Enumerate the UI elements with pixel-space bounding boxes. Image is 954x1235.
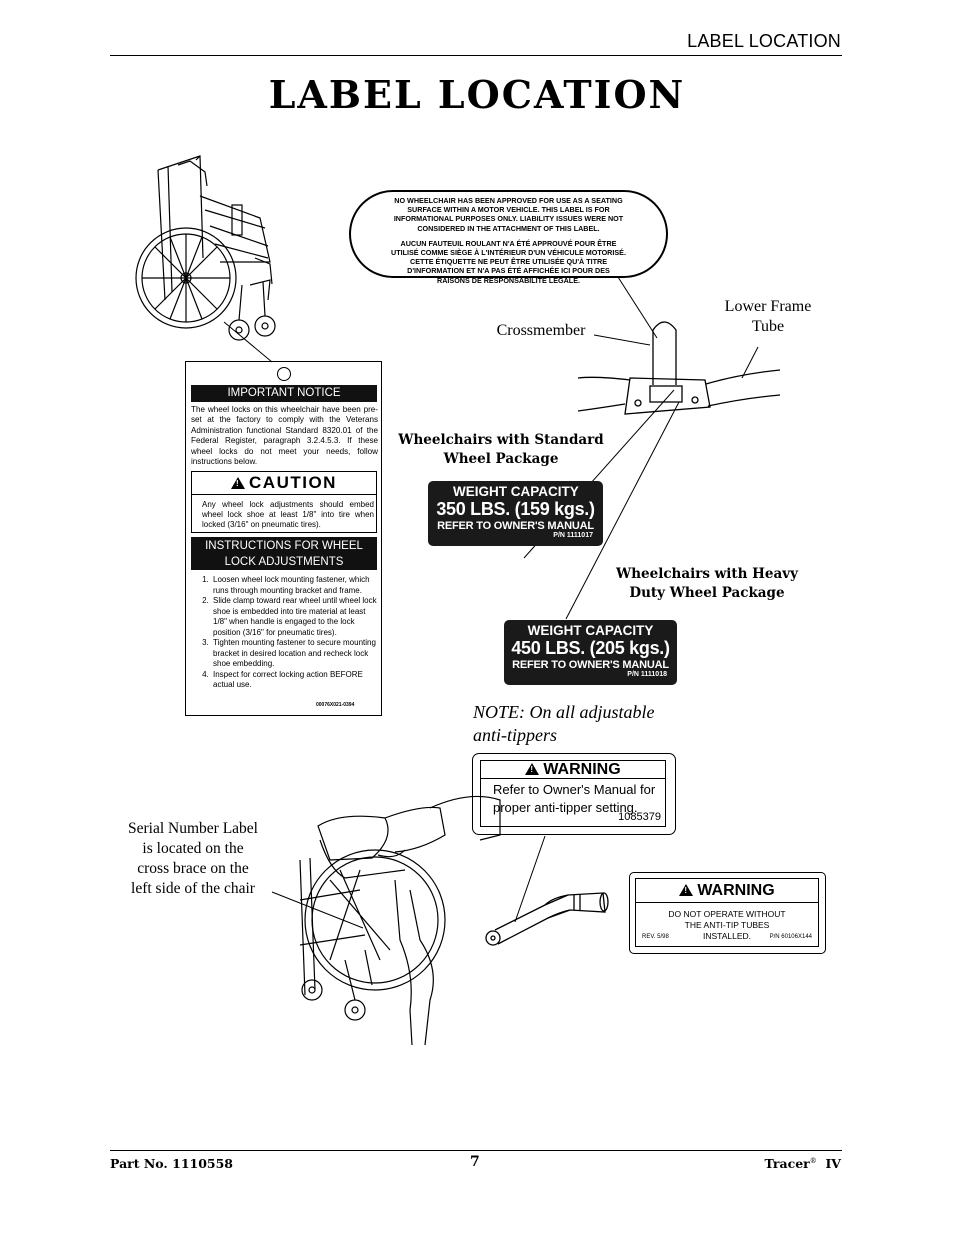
wheelchair-side-illustration	[135, 155, 276, 341]
warning-triangle-icon	[231, 477, 246, 489]
notice-title: IMPORTANT NOTICE	[191, 385, 377, 402]
anti-tipper-illustration	[485, 892, 609, 946]
caption-line: Wheelchairs with Standard	[398, 432, 604, 448]
warning-text-line: DO NOT OPERATE WITHOUT	[668, 909, 786, 919]
instruction-step: Loosen wheel lock mounting fastener, whi…	[211, 575, 378, 596]
seating-fr-line: CETTE ÉTIQUETTE NE PEUT ÊTRE UTILISÉE QU…	[410, 257, 607, 267]
crossmember-illustration	[577, 321, 781, 415]
warning-title: WARNING	[481, 761, 665, 779]
seating-en-line: CONSIDERED IN THE ATTACHMENT OF THIS LAB…	[417, 223, 600, 233]
seating-en-line: INFORMATIONAL PURPOSES ONLY. LIABILITY I…	[393, 214, 624, 224]
weight-value: 450 LBS. (205 kgs.)	[511, 638, 670, 658]
notice-code: 00076X021-0394	[316, 702, 355, 708]
caution-box: CAUTION Any wheel lock adjustments shoul…	[191, 471, 377, 533]
warning-title: WARNING	[636, 879, 818, 903]
warning-title-text: WARNING	[697, 882, 775, 899]
note-line: NOTE: On all adjustable	[473, 702, 655, 722]
caption-line: is located on the	[142, 840, 244, 857]
notice-body: The wheel locks on this wheelchair have …	[191, 405, 378, 467]
weight-capacity-450-label: WEIGHT CAPACITY 450 LBS. (205 kgs.) REFE…	[504, 620, 677, 685]
seating-en-line: SURFACE WITHIN A MOTOR VEHICLE. THIS LAB…	[407, 205, 610, 215]
footer-product: Tracer® IV	[765, 1156, 842, 1171]
standard-wheel-caption: Wheelchairs with Standard Wheel Package	[398, 431, 604, 469]
caption-line: Duty Wheel Package	[629, 585, 785, 601]
anti-tipper-warning-label: WARNING Refer to Owner's Manual for prop…	[472, 753, 676, 835]
product-name: Tracer	[764, 1156, 810, 1171]
warning-code: 1085379	[618, 811, 661, 823]
weight-capacity-350-label: WEIGHT CAPACITY 350 LBS. (159 kgs.) REFE…	[428, 481, 603, 546]
warning-title-text: WARNING	[543, 761, 621, 778]
page-number: 7	[470, 1154, 480, 1170]
instruction-step: Slide clamp toward rear wheel until whee…	[211, 596, 378, 638]
warning-text: Refer to Owner's Manual for proper anti-…	[493, 782, 656, 815]
weight-title: WEIGHT CAPACITY	[453, 484, 579, 499]
warning-text-line: THE ANTI-TIP TUBES	[684, 920, 770, 930]
header-rule	[110, 55, 842, 56]
caution-title: CAUTION	[192, 472, 376, 495]
seating-fr-line: AUCUN FAUTEUIL ROULANT N'A ÉTÉ APPROUVÉ …	[400, 238, 617, 248]
anti-tip-tube-warning-label: WARNING DO NOT OPERATE WITHOUT THE ANTI-…	[629, 872, 826, 954]
lower-frame-tube-caption: Lower Frame Tube	[712, 297, 824, 337]
caption-line: Wheelchairs with Heavy	[616, 566, 798, 582]
caption-line: Serial Number Label	[128, 820, 258, 837]
instructions-title-line: INSTRUCTIONS FOR WHEEL	[205, 540, 363, 552]
footer-rule	[110, 1150, 842, 1151]
seating-fr-line: D'INFORMATION ET N'A PAS ÉTÉ AFFICHÉE IC…	[407, 266, 610, 276]
caption-line: cross brace on the	[137, 860, 249, 877]
wheelchair-person-illustration	[299, 795, 501, 1046]
footer-part-number: Part No. 1110558	[110, 1156, 234, 1171]
warning-triangle-icon	[525, 763, 540, 775]
product-model: IV	[825, 1156, 841, 1171]
instructions-title-line: LOCK ADJUSTMENTS	[224, 556, 344, 568]
anti-tipper-note: NOTE: On all adjustable anti-tippers	[473, 701, 655, 747]
warning-triangle-icon	[679, 884, 694, 896]
warning-pn: P/N 60106X144	[769, 934, 812, 940]
warning-text-line: INSTALLED.	[702, 931, 752, 941]
page-title: LABEL LOCATION	[268, 72, 686, 117]
warning-text: DO NOT OPERATE WITHOUT THE ANTI-TIP TUBE…	[636, 909, 818, 942]
seating-fr-line: RAISONS DE RESPONSABILITÉ LEGALE.	[437, 275, 580, 285]
instructions-title: INSTRUCTIONS FOR WHEEL LOCK ADJUSTMENTS	[191, 537, 377, 570]
weight-pn: P/N 1111018	[627, 671, 667, 678]
running-header: LABEL LOCATION	[687, 31, 841, 51]
seating-warning-label: NO WHEELCHAIR HAS BEEN APPROVED FOR USE …	[349, 190, 668, 285]
caution-text: Any wheel lock adjustments should embed …	[202, 500, 374, 530]
wheel-lock-notice-label: IMPORTANT NOTICE The wheel locks on this…	[185, 361, 382, 716]
seating-fr-line: UTILISÉ COMME SIÈGE À L'INTÉRIEUR D'UN V…	[391, 248, 626, 258]
instruction-step: Tighten mounting fastener to secure moun…	[211, 638, 378, 670]
weight-manual-ref: REFER TO OWNER'S MANUAL	[437, 520, 594, 532]
heavy-duty-wheel-caption: Wheelchairs with Heavy Duty Wheel Packag…	[614, 565, 800, 603]
crossmember-caption: Crossmember	[496, 322, 586, 339]
caption-line: Lower Frame	[724, 298, 812, 315]
registered-mark: ®	[809, 1156, 817, 1165]
caption-line: Wheel Package	[443, 451, 559, 467]
note-line: anti-tippers	[473, 725, 557, 745]
caption-line: Tube	[751, 318, 785, 335]
seating-en-line: NO WHEELCHAIR HAS BEEN APPROVED FOR USE …	[394, 196, 623, 205]
warning-revision: REV. 5/98	[642, 934, 669, 940]
serial-number-caption: Serial Number Label is located on the cr…	[118, 819, 268, 899]
instruction-steps: Loosen wheel lock mounting fastener, whi…	[191, 575, 378, 691]
caption-line: left side of the chair	[131, 880, 255, 897]
instruction-step: Inspect for correct locking action BEFOR…	[211, 670, 378, 691]
weight-title: WEIGHT CAPACITY	[527, 623, 654, 638]
weight-pn: P/N 1111017	[553, 532, 593, 539]
weight-value: 350 LBS. (159 kgs.)	[436, 499, 595, 519]
weight-manual-ref: REFER TO OWNER'S MANUAL	[512, 659, 669, 671]
mounting-hole-icon	[277, 367, 291, 381]
caution-title-text: CAUTION	[249, 473, 337, 492]
